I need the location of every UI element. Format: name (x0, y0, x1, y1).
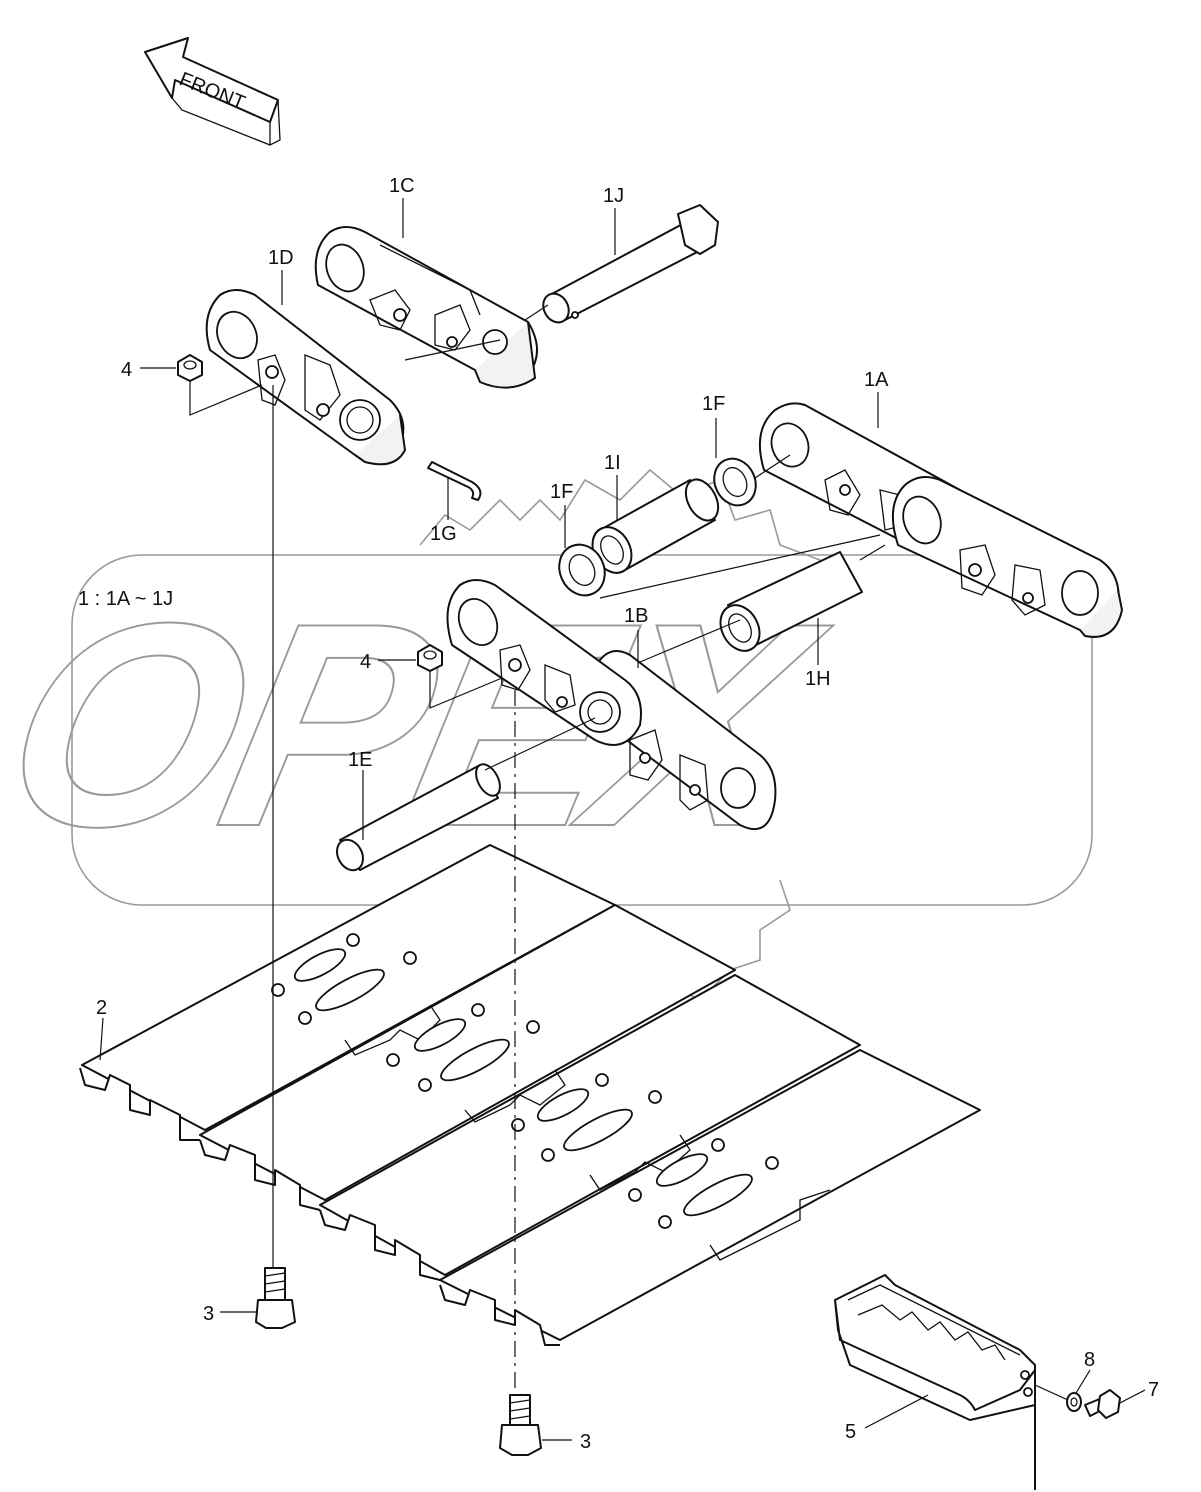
link-1C (314, 226, 538, 389)
bolt-7 (1084, 1389, 1121, 1419)
washer-8 (1066, 1392, 1082, 1412)
kit-note: 1 : 1A ~ 1J (78, 588, 173, 610)
callout-2: 2 (96, 997, 107, 1019)
seal-1F-right (713, 457, 757, 507)
callout-1F-right: 1F (702, 393, 725, 415)
nut-4-lower (417, 644, 443, 672)
callout-leaders (99, 198, 1146, 1441)
pin-1J (542, 204, 719, 324)
callout-1C: 1C (389, 175, 415, 197)
callout-1F-left: 1F (550, 481, 573, 503)
step-5 (834, 1274, 1036, 1490)
front-arrow-shape (144, 37, 279, 123)
callout-4-lower: 4 (360, 651, 371, 673)
bolt-3-left (255, 1267, 296, 1329)
callout-3-left: 3 (203, 1303, 214, 1325)
callout-3-right: 3 (580, 1431, 591, 1453)
front-direction-arrow: FRONT (144, 37, 281, 147)
callout-1E: 1E (348, 749, 372, 771)
cotter-pin-1G (427, 461, 482, 501)
callout-labels: 1C 1J 1D 4 1A 1F 1I 1F 1G 1 : 1A ~ 1J 1B… (78, 175, 1159, 1453)
nut-4-upper (177, 354, 203, 382)
callout-8: 8 (1084, 1349, 1095, 1371)
callout-1I: 1I (604, 452, 621, 474)
seal-1F-left (558, 543, 606, 597)
callout-1B: 1B (624, 605, 648, 627)
callout-1J: 1J (603, 185, 624, 207)
track-shoes-2 (79, 844, 981, 1346)
callout-4-upper: 4 (121, 359, 132, 381)
link-1D (205, 289, 406, 466)
callout-7: 7 (1148, 1379, 1159, 1401)
link-1B-inner (446, 579, 642, 746)
pin-1E (336, 763, 501, 872)
callout-5: 5 (845, 1421, 856, 1443)
assembly-lines (189, 304, 1069, 1401)
link-1A-outer (891, 475, 1123, 638)
bushing-1H (719, 551, 863, 652)
callout-1A: 1A (864, 369, 889, 391)
callout-1H: 1H (805, 668, 831, 690)
callout-1G: 1G (430, 523, 457, 545)
callout-1D: 1D (268, 247, 294, 269)
bolt-3-right (499, 1394, 542, 1456)
